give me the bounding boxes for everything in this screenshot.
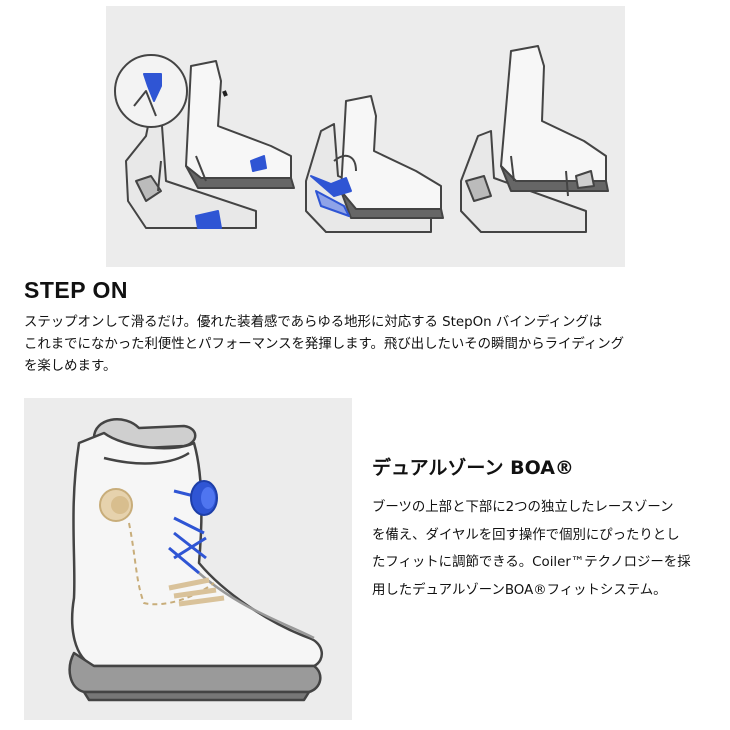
upper-boa-dial bbox=[168, 480, 218, 575]
lower-boa-dial bbox=[99, 488, 225, 607]
step-on-diagram-2 bbox=[305, 95, 444, 233]
step-on-diagram-1 bbox=[114, 54, 295, 229]
dual-boa-description: ブーツの上部と下部に2つの独立したレースゾーン を備え、ダイヤルを回す操作で個別… bbox=[372, 500, 691, 598]
step-on-description: ステップオンして滑るだけ。優れた装着感であらゆる地形に対応する StepOn バ… bbox=[24, 315, 625, 374]
dual-boa-boot-illustration bbox=[24, 398, 352, 720]
dual-boa-title: デュアルゾーン BOA® bbox=[372, 457, 574, 479]
step-on-title: STEP ON bbox=[24, 277, 129, 303]
boot-drawing bbox=[68, 418, 323, 702]
step-on-illustration bbox=[106, 6, 625, 267]
step-on-diagram-3 bbox=[460, 45, 609, 233]
